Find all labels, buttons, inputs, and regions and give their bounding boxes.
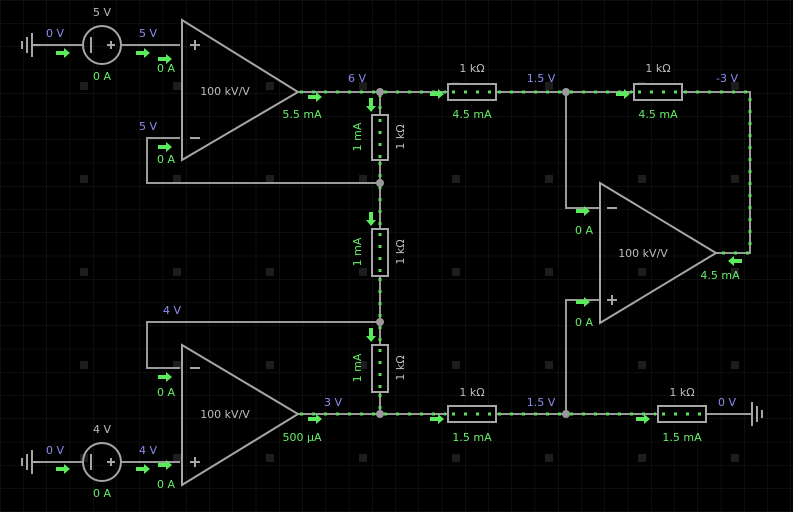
opamp-right[interactable] [599, 181, 718, 325]
node-bot-mid: 1.5 V [527, 396, 556, 409]
source-top-value: 5 V [93, 6, 111, 19]
r-vert-3-value: 1 kΩ [394, 355, 407, 380]
opamp-bottom-minus-current: 0 A [157, 386, 175, 399]
r-bot-right-current: 1.5 mA [662, 431, 702, 444]
resistor-vertical-2[interactable] [371, 228, 389, 277]
resistor-vertical-3[interactable] [371, 344, 389, 393]
source-top-pos-node: 5 V [139, 27, 157, 40]
r-bot-left-current: 1.5 mA [452, 431, 492, 444]
r-vert-2-value: 1 kΩ [394, 239, 407, 264]
opamp-right-out-current: 4.5 mA [700, 269, 740, 282]
source-top-current: 0 A [93, 70, 111, 83]
source-top-neg-node: 0 V [46, 27, 64, 40]
r-vert-2-current: 1 mA [351, 237, 364, 266]
source-bottom-pos-node: 4 V [139, 444, 157, 457]
voltage-source-top[interactable] [82, 25, 122, 65]
source-bottom-value: 4 V [93, 423, 111, 436]
ground-icon [21, 450, 40, 474]
r-vert-1-current: 1 mA [351, 122, 364, 151]
junctions [376, 88, 570, 418]
resistor-bottom-left[interactable] [447, 405, 497, 423]
resistor-top-left[interactable] [447, 83, 497, 101]
ground-icon [21, 33, 40, 57]
node-top-mid: 1.5 V [527, 72, 556, 85]
opamp-bottom[interactable] [181, 343, 300, 487]
ground-icon [751, 402, 763, 426]
source-bottom-neg-node: 0 V [46, 444, 64, 457]
voltage-source-bottom[interactable] [82, 442, 122, 482]
r-top-left-current: 4.5 mA [452, 108, 492, 121]
resistor-bottom-right[interactable] [657, 405, 707, 423]
opamp-top-gain: 100 kV/V [200, 85, 250, 98]
opamp-bottom-out-current: 500 µA [282, 431, 321, 444]
opamp-bottom-out-voltage: 3 V [324, 396, 342, 409]
opamp-top-out-current: 5.5 mA [282, 108, 322, 121]
r-bot-right-value: 1 kΩ [669, 386, 694, 399]
opamp-right-minus-current: 0 A [575, 224, 593, 237]
r-top-left-value: 1 kΩ [459, 62, 484, 75]
opamp-bottom-plus-current: 0 A [157, 478, 175, 491]
opamp-top-minus-voltage: 5 V [139, 120, 157, 133]
resistor-top-right[interactable] [633, 83, 683, 101]
opamp-top-minus-current: 0 A [157, 153, 175, 166]
current-flow-dashes [300, 90, 752, 416]
opamp-right-gain: 100 kV/V [618, 247, 668, 260]
r-vert-3-current: 1 mA [351, 353, 364, 382]
resistor-vertical-1[interactable] [371, 114, 389, 161]
opamp-top-plus-current: 0 A [157, 62, 175, 75]
opamp-right-plus-current: 0 A [575, 316, 593, 329]
source-bottom-current: 0 A [93, 487, 111, 500]
r-top-right-value: 1 kΩ [645, 62, 670, 75]
node-bot-right: 0 V [718, 396, 736, 409]
node-top-right: -3 V [716, 72, 738, 85]
opamp-top[interactable] [181, 18, 300, 162]
current-arrows [56, 48, 742, 474]
opamp-bottom-gain: 100 kV/V [200, 408, 250, 421]
opamp-top-out-voltage: 6 V [348, 72, 366, 85]
r-vert-1-value: 1 kΩ [394, 124, 407, 149]
r-bot-left-value: 1 kΩ [459, 386, 484, 399]
r-top-right-current: 4.5 mA [638, 108, 678, 121]
opamp-bottom-minus-voltage: 4 V [163, 304, 181, 317]
